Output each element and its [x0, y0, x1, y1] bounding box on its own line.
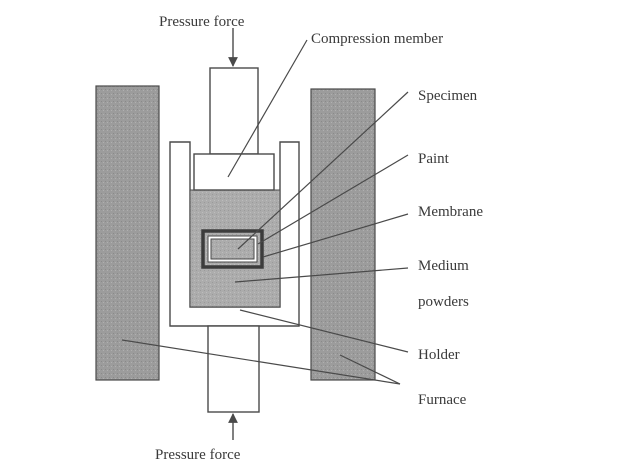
- leader-compression-member: [227, 39, 308, 178]
- specimen: [210, 238, 255, 260]
- leader-furnace-left: [121, 339, 401, 385]
- label-membrane: Membrane: [418, 204, 483, 220]
- compression-member-bottom: [207, 325, 260, 413]
- compression-member-top: [209, 67, 259, 155]
- label-furnace: Furnace: [418, 392, 467, 408]
- furnace-right: [310, 88, 376, 381]
- label-holder: Holder: [418, 347, 460, 363]
- leader-specimen: [237, 91, 409, 250]
- leader-paint: [257, 154, 409, 245]
- label-paint: Paint: [418, 151, 450, 167]
- leader-medium: [234, 267, 409, 283]
- label-medium-line1: Medium: [418, 258, 469, 274]
- leader-furnace-right: [339, 354, 401, 385]
- leader-holder: [239, 309, 409, 353]
- label-compression-member: Compression member: [311, 31, 443, 47]
- leader-membrane: [262, 213, 409, 258]
- label-pressure-force-top: Pressure force: [159, 14, 245, 30]
- label-specimen: Specimen: [418, 88, 478, 104]
- furnace-left: [95, 85, 160, 381]
- compression-member-plate: [193, 153, 275, 191]
- label-pressure-force-bottom: Pressure force: [155, 447, 241, 463]
- leader-lines: [121, 39, 409, 385]
- label-medium-line2: powders: [418, 294, 469, 310]
- membrane: [201, 229, 264, 269]
